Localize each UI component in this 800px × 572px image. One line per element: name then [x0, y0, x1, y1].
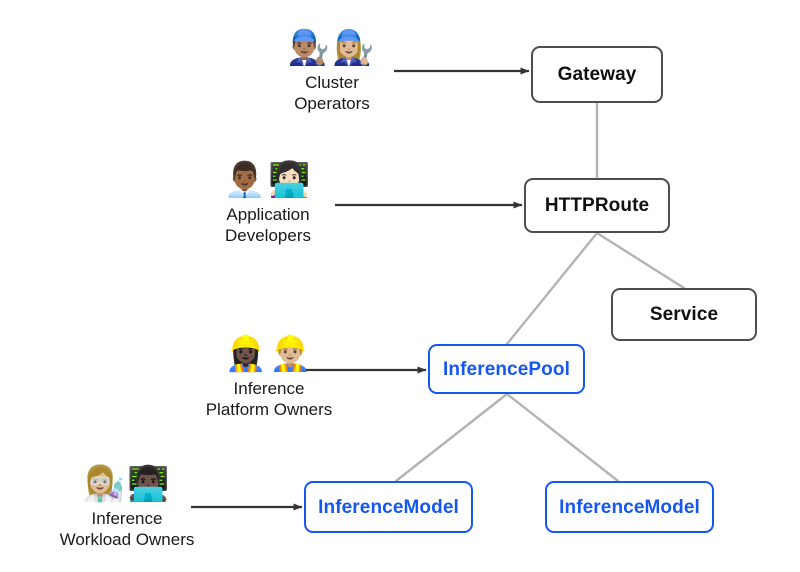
- persona-label-line2-cluster-operators: Operators: [294, 94, 370, 113]
- node-gateway[interactable]: Gateway: [531, 46, 663, 103]
- node-label-gateway: Gateway: [557, 64, 637, 85]
- node-label-inferencemodel1: InferenceModel: [318, 496, 459, 518]
- persona-label-line2-inference-platform-owners: Platform Owners: [205, 400, 333, 419]
- node-inferencepool[interactable]: InferencePool: [428, 344, 585, 394]
- persona-icons-cluster-operators: 👨🏽‍🔧👩🏼‍🔧: [287, 28, 377, 68]
- persona-icons-application-developers: 👨🏾‍💼👩🏻‍💻: [223, 160, 313, 200]
- edge-inferencepool-model1: [394, 392, 509, 483]
- persona-icons-inference-workload-owners: 👩🏼‍🔬👨🏿‍💻: [82, 464, 172, 504]
- persona-label-line1-cluster-operators: Cluster: [305, 73, 359, 92]
- node-httproute[interactable]: HTTPRoute: [524, 178, 670, 233]
- edge-httproute-inferencepool: [505, 231, 599, 346]
- persona-label-line2-application-developers: Developers: [225, 226, 311, 245]
- node-service[interactable]: Service: [611, 288, 757, 341]
- persona-icons-inference-platform-owners: 👷🏿‍♀️👷🏼‍♂️: [224, 334, 314, 374]
- node-label-httproute: HTTPRoute: [544, 195, 650, 216]
- persona-label-line2-inference-workload-owners: Workload Owners: [59, 530, 195, 549]
- persona-label-line1-inference-platform-owners: Inference: [233, 379, 305, 398]
- node-inferencemodel1[interactable]: InferenceModel: [304, 481, 473, 533]
- edge-httproute-service: [595, 231, 686, 290]
- persona-arrows: [191, 67, 530, 511]
- persona-label-line1-application-developers: Application: [226, 205, 310, 224]
- node-inferencemodel2[interactable]: InferenceModel: [545, 481, 714, 533]
- node-label-inferencemodel2: InferenceModel: [559, 496, 700, 518]
- edge-inferencepool-model2: [505, 392, 620, 483]
- relationship-edges: [394, 101, 686, 483]
- node-label-inferencepool: InferencePool: [443, 358, 570, 380]
- persona-label-line1-inference-workload-owners: Inference: [91, 509, 163, 528]
- node-label-service: Service: [649, 304, 719, 325]
